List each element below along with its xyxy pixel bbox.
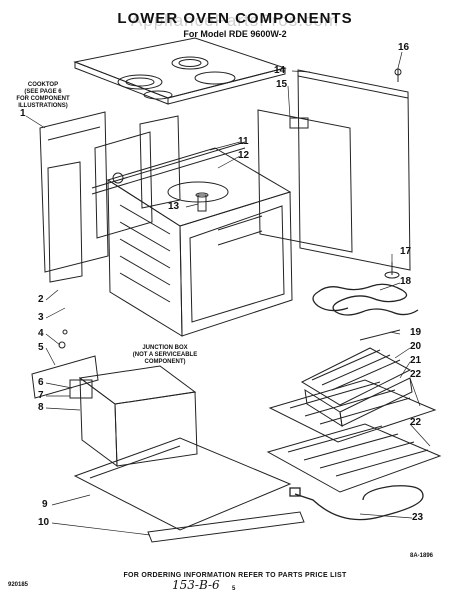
callout-13: 13 <box>168 201 180 212</box>
diagram-title: LOWER OVEN COMPONENTS <box>117 10 353 27</box>
callout-19: 19 <box>410 327 422 338</box>
callout-5: 5 <box>38 342 44 353</box>
callout-4: 4 <box>38 328 44 339</box>
broil-element <box>312 283 419 316</box>
screw <box>394 68 402 82</box>
callout-23: 23 <box>412 512 424 523</box>
callout-7: 7 <box>38 390 44 401</box>
junction-box-note: JUNCTION BOX (NOT A SERVICEABLE COMPONEN… <box>132 345 198 365</box>
left-side-panel <box>39 111 109 273</box>
junction-box <box>78 365 198 468</box>
left-bracket <box>47 161 83 283</box>
cooktop-panel <box>73 37 287 105</box>
callout-2: 2 <box>38 294 44 305</box>
callout-18: 18 <box>400 276 412 287</box>
cooktop-note: COOKTOP (SEE PAGE 6 FOR COMPONENT ILLUST… <box>16 82 70 109</box>
control-parts <box>31 329 99 399</box>
diagram-subtitle: For Model RDE 9600W-2 <box>183 29 287 39</box>
watermark: AppliancePartsPros.com <box>130 11 340 30</box>
callout-20: 20 <box>410 341 422 352</box>
light-socket <box>195 192 209 212</box>
bottom-panel <box>73 437 292 531</box>
oven-rack-upper <box>268 379 437 443</box>
callout-1: 1 <box>20 108 26 119</box>
callout-15: 15 <box>276 79 288 90</box>
callout-22-upper: 22 <box>410 369 422 380</box>
top-rail <box>91 141 246 195</box>
callout-17: 17 <box>400 246 412 257</box>
callout-6: 6 <box>38 377 44 388</box>
page-mark: 5 <box>232 586 236 592</box>
temperature-sensor <box>384 262 400 279</box>
oven-side-frame <box>94 115 181 239</box>
callout-14: 14 <box>274 65 286 76</box>
document-code: 920185 <box>8 582 29 588</box>
rear-insulation <box>257 109 353 253</box>
handwritten-note: 153-B-6 <box>172 578 220 592</box>
callout-3: 3 <box>38 312 44 323</box>
callout-8: 8 <box>38 402 44 413</box>
oven-cavity <box>106 147 293 337</box>
element-bracket <box>359 329 401 341</box>
callout-16: 16 <box>398 42 410 53</box>
reference-code: 8A-1896 <box>410 553 434 559</box>
callout-10: 10 <box>38 517 50 528</box>
bottom-rail <box>147 511 305 543</box>
rear-panel <box>297 69 411 271</box>
bake-element <box>289 485 424 521</box>
ordering-info: FOR ORDERING INFORMATION REFER TO PARTS … <box>123 572 347 579</box>
callout-9: 9 <box>42 499 48 510</box>
callout-22-lower: 22 <box>410 417 422 428</box>
callout-11: 11 <box>238 136 249 147</box>
callout-21: 21 <box>410 355 422 366</box>
callout-12: 12 <box>238 150 250 161</box>
oven-rack-lower <box>266 423 442 493</box>
broiler-grid <box>300 347 412 406</box>
leader-lines <box>25 51 431 536</box>
